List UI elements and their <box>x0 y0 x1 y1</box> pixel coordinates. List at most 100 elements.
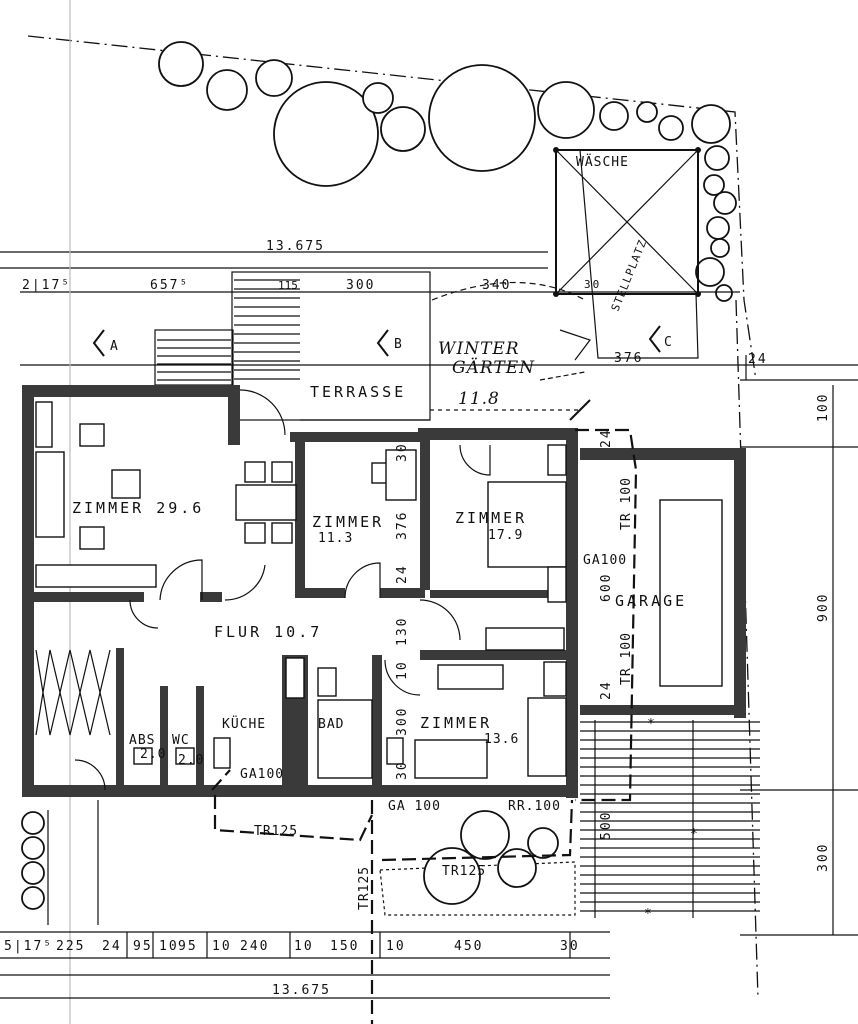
tree <box>273 81 379 187</box>
dim-chain-9: 10 <box>294 939 314 954</box>
shrub <box>21 861 45 885</box>
room-label-zimmer-4: ZIMMER <box>420 714 492 732</box>
tree <box>460 810 510 860</box>
section-markers <box>92 325 661 357</box>
planters <box>21 800 99 925</box>
extension-outline <box>211 428 638 1024</box>
waesche-shed <box>553 147 701 359</box>
paving: * * * <box>580 717 760 922</box>
area-label-waesche: WÄSCHE <box>576 154 629 170</box>
room-area-abs: 2.0 <box>140 747 166 762</box>
tree <box>703 174 725 196</box>
dim-inner-30-b: 30 <box>395 760 410 780</box>
tree <box>636 101 658 123</box>
dim-chain-13: 30 <box>560 939 580 954</box>
tree <box>706 216 730 240</box>
dimension-labels: 13.675 13.675 657⁵ 2|17⁵ 115 300 340 30 … <box>22 239 831 998</box>
dim-right-24: 24 <box>748 352 768 367</box>
dim-inner-130: 130 <box>395 617 410 646</box>
tree <box>537 81 595 139</box>
dim-30-shed: 30 <box>584 278 601 291</box>
wintergarten-sketch <box>430 282 591 421</box>
svg-text:*: * <box>644 907 653 922</box>
room-area-wc: 2.0 <box>178 753 204 768</box>
opening-tr100-lower: TR 100 <box>619 632 634 685</box>
dim-376-shed: 376 <box>614 351 643 366</box>
dim-2-175: 2|17⁵ <box>22 278 71 293</box>
room-label-bad: BAD <box>318 717 344 732</box>
garden-bed <box>379 810 576 916</box>
tree <box>695 257 725 287</box>
dim-chain-10: 150 <box>330 939 359 954</box>
room-label-garage: GARAGE <box>615 592 687 610</box>
room-area-zimmer-2: 11.3 <box>318 531 353 546</box>
tree <box>362 82 394 114</box>
area-label-wintergarten-2: GÄRTEN <box>452 357 535 378</box>
room-area-zimmer-4: 13.6 <box>484 732 519 747</box>
trees <box>158 41 737 302</box>
area-label-terrasse: TERRASSE <box>310 383 406 401</box>
tree <box>527 827 559 859</box>
doors <box>74 389 491 791</box>
dim-inner-10: 10 <box>395 660 410 680</box>
tree <box>255 59 293 97</box>
shrub <box>21 886 45 910</box>
section-marker-labels: A B C <box>110 335 672 354</box>
room-label-wc: WC <box>172 733 190 748</box>
bottom-dimension-chain: 5|17⁵ 225 24 95 10 95 10 240 10 150 10 4… <box>4 939 580 954</box>
dim-inner-24-a: 24 <box>395 564 410 584</box>
dim-chain-6: 95 <box>178 939 198 954</box>
dim-inner-30-a: 30 <box>395 442 410 462</box>
tree <box>715 284 733 302</box>
dim-chain-1: 5|17⁵ <box>4 939 53 954</box>
opening-tr125-vertical: TR125 <box>357 866 372 910</box>
opening-tr125-garden: TR125 <box>442 864 486 879</box>
opening-labels: GA100 GA100 GA 100 RR.100 TR 100 TR 100 … <box>240 477 634 910</box>
tree <box>691 104 731 144</box>
opening-tr125-left: TR125 <box>254 824 298 839</box>
dim-chain-2: 225 <box>56 939 85 954</box>
room-label-flur: FLUR 10.7 <box>214 623 322 641</box>
property-boundary <box>27 35 759 999</box>
dim-chain-11: 10 <box>386 939 406 954</box>
right-dimension-lines <box>740 355 858 936</box>
room-label-zimmer-2: ZIMMER <box>312 513 384 531</box>
opening-ga100-garage: GA100 <box>583 553 627 568</box>
section-marker-b: B <box>394 337 403 352</box>
svg-text:*: * <box>690 827 699 842</box>
tree <box>206 69 248 111</box>
dim-right-300: 300 <box>816 843 831 872</box>
tree <box>380 106 426 152</box>
dim-right-900: 900 <box>816 593 831 622</box>
opening-ga100-kitchen: GA100 <box>240 767 284 782</box>
section-marker-a: A <box>110 339 119 354</box>
shrub <box>21 836 45 860</box>
dim-inner-300: 300 <box>395 707 410 736</box>
dim-chain-12: 450 <box>454 939 483 954</box>
area-label-wintergarten-1: WINTER <box>438 339 520 359</box>
area-label-wintergarten-area: 11.8 <box>458 389 500 409</box>
opening-tr100-upper: TR 100 <box>619 477 634 530</box>
room-area-zimmer-3: 17.9 <box>488 528 523 543</box>
dim-total-bottom: 13.675 <box>272 983 331 998</box>
area-label-stellplatz: STELLPLATZ <box>609 238 650 314</box>
dim-garage-24-top: 24 <box>599 428 614 448</box>
furniture <box>35 401 723 779</box>
dim-chain-4: 95 <box>133 939 153 954</box>
dim-total-top: 13.675 <box>266 239 325 254</box>
bottom-dimension-lines <box>0 931 610 999</box>
room-label-zimmer-3: ZIMMER <box>455 509 527 527</box>
opening-rr100: RR.100 <box>508 799 561 814</box>
dim-340: 340 <box>482 278 511 293</box>
tree <box>428 64 536 172</box>
tree <box>599 101 629 131</box>
dim-garage-600: 600 <box>599 573 614 602</box>
dim-garage-24-bottom: 24 <box>599 680 614 700</box>
dim-chain-8: 240 <box>240 939 269 954</box>
tree <box>713 191 737 215</box>
tree <box>423 847 481 905</box>
dim-300-top: 300 <box>346 278 375 293</box>
dim-inner-376: 376 <box>395 511 410 540</box>
